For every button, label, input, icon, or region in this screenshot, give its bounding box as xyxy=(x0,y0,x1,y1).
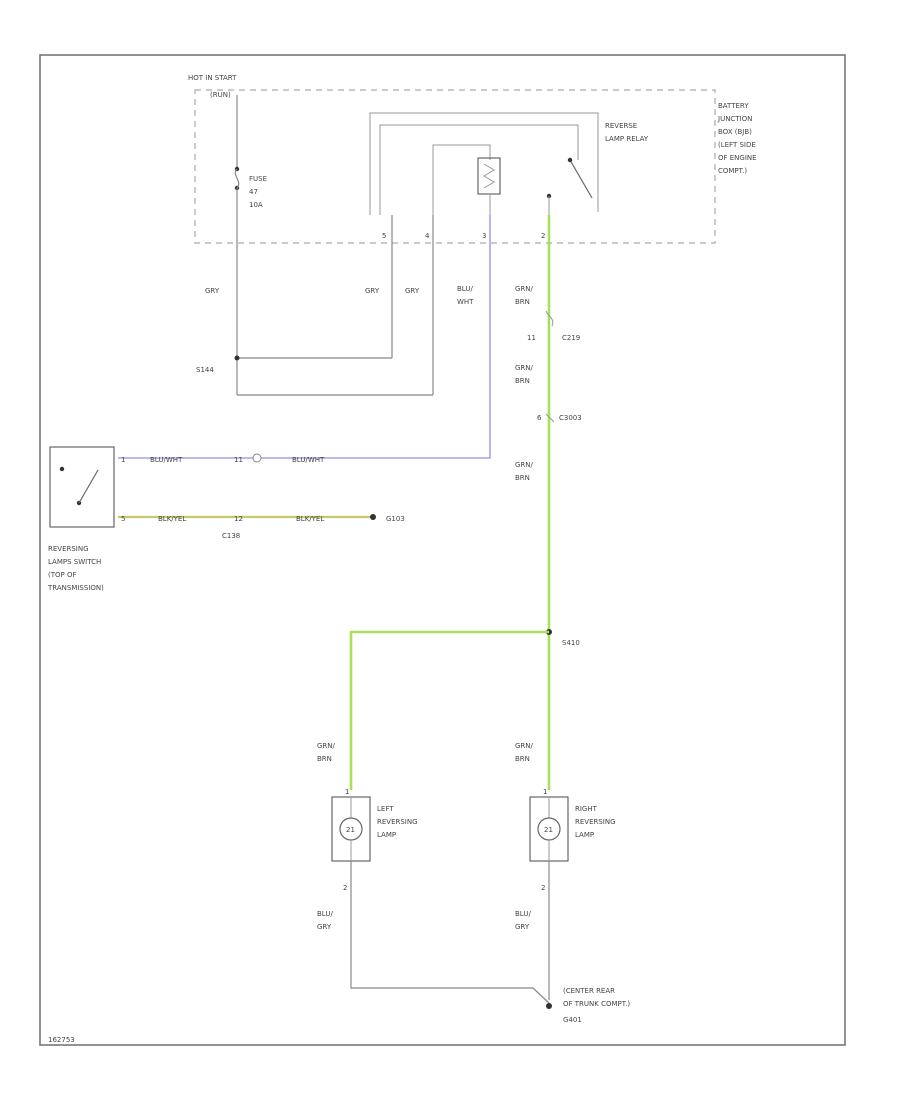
fuse-rating: 10A xyxy=(249,201,263,209)
wire-label-grn-brn-left: GRN/ xyxy=(317,742,336,750)
switch-label-4: TRANSMISSION) xyxy=(47,584,104,592)
relay-pin-3: 3 xyxy=(482,232,486,240)
right-lamp-label-2: REVERSING xyxy=(575,818,616,826)
wire-label-blu-gry-left: BLU/ xyxy=(317,910,333,918)
fuse-symbol xyxy=(234,168,240,189)
relay-coil-lead xyxy=(432,144,491,215)
wire-label-blu-gry-right-b: GRY xyxy=(515,923,530,931)
junction-box-label-6: COMPT.) xyxy=(718,167,747,175)
relay-label: REVERSE xyxy=(605,122,637,130)
relay-switch-contact xyxy=(567,157,573,163)
power-source-label-run: (RUN) xyxy=(210,91,231,99)
ground-g103-dot xyxy=(370,514,376,520)
ground-location-2: OF TRUNK COMPT.) xyxy=(563,1000,630,1008)
blu-wht-wire xyxy=(118,215,491,459)
switch-label-1: REVERSING xyxy=(48,545,89,553)
reversing-switch-box xyxy=(49,446,115,528)
ground-g401-dot xyxy=(546,1003,552,1009)
ground-location-1: (CENTER REAR xyxy=(563,987,615,995)
wire-label-switch-bot-a: BLK/YEL xyxy=(158,515,186,523)
c138-connector-top xyxy=(252,453,262,463)
wire-label-switch-top-a: BLU/WHT xyxy=(150,456,183,464)
fuse-label: FUSE xyxy=(249,175,267,183)
left-lamp-label-2: REVERSING xyxy=(377,818,418,826)
switch-pin-5: 5 xyxy=(121,515,125,523)
grn-brn-wire-left-branch xyxy=(349,630,549,790)
relay-coil xyxy=(477,157,501,195)
c3003-connector-symbol xyxy=(545,413,555,423)
right-lamp-pin-2: 2 xyxy=(541,884,545,892)
relay-pin-4: 4 xyxy=(425,232,430,240)
left-lamp-symbol: 21 xyxy=(346,826,355,834)
splice-s410-label: S410 xyxy=(562,639,580,647)
blu-gry-wire-left xyxy=(350,861,550,1004)
wire-label-blu-gry-right: BLU/ xyxy=(515,910,531,918)
switch-label-2: LAMPS SWITCH xyxy=(48,558,101,566)
junction-box-outline xyxy=(194,89,716,244)
wire-label-grn-brn-2b: BRN xyxy=(515,377,530,385)
wire-label-grn-brn-right-b: BRN xyxy=(515,755,530,763)
wire-label-blu-wht: BLU/ xyxy=(457,285,473,293)
switch-contact-top xyxy=(59,466,65,472)
left-lamp-pin-2: 2 xyxy=(343,884,347,892)
splice-s144-dot xyxy=(234,355,240,361)
wire-label-gry-mid1: GRY xyxy=(365,287,380,295)
left-lamp-label-1: LEFT xyxy=(377,805,394,813)
junction-box-label-2: JUNCTION xyxy=(717,115,752,123)
c219-connector-symbol xyxy=(545,310,554,327)
wire-label-grn-brn-3b: BRN xyxy=(515,474,530,482)
left-lamp-label-3: LAMP xyxy=(377,831,396,839)
switch-pin-1: 1 xyxy=(121,456,125,464)
relay-coil-winding xyxy=(483,163,495,189)
wire-label-grn-brn-2: GRN/ xyxy=(515,364,534,372)
junction-box-label-3: BOX (BJB) xyxy=(718,128,752,136)
power-source-label: HOT IN START xyxy=(188,74,237,82)
c219-label: C219 xyxy=(562,334,580,342)
c138-pin-bottom: 12 xyxy=(234,515,243,523)
relay-label-2: LAMP RELAY xyxy=(605,135,649,143)
relay-pin-2: 2 xyxy=(541,232,545,240)
c3003-label: C3003 xyxy=(559,414,582,422)
c138-label: C138 xyxy=(222,532,240,540)
c219-pin: 11 xyxy=(527,334,536,342)
wire-label-switch-bot-b: BLK/YEL xyxy=(296,515,324,523)
right-lamp-pin-1: 1 xyxy=(543,788,547,796)
wire-label-grn-brn-1b: BRN xyxy=(515,298,530,306)
relay-pin-5: 5 xyxy=(382,232,386,240)
wire-label-grn-brn-right: GRN/ xyxy=(515,742,534,750)
right-lamp-label-3: LAMP xyxy=(575,831,594,839)
right-lamp-label-1: RIGHT xyxy=(575,805,598,813)
left-lamp-pin-1: 1 xyxy=(345,788,349,796)
fuse-number: 47 xyxy=(249,188,258,196)
wire-label-grn-brn-3: GRN/ xyxy=(515,461,534,469)
wire-label-grn-brn-1: GRN/ xyxy=(515,285,534,293)
relay-housing-outer xyxy=(369,112,599,215)
c3003-pin: 6 xyxy=(537,414,542,422)
splice-s144-label: S144 xyxy=(196,366,214,374)
wire-label-switch-top-b: BLU/WHT xyxy=(292,456,325,464)
c138-pin-top: 11 xyxy=(234,456,243,464)
ground-g401-label: G401 xyxy=(563,1016,582,1024)
right-lamp-symbol: 21 xyxy=(544,826,553,834)
relay-switch-arm xyxy=(569,159,593,199)
relay-housing-inner xyxy=(379,124,579,215)
switch-label-3: (TOP OF xyxy=(48,571,77,579)
junction-box-label-5: OF ENGINE xyxy=(718,154,757,162)
ground-g103-label: G103 xyxy=(386,515,405,523)
wire-label-blu-gry-left-b: GRY xyxy=(317,923,332,931)
diagram-frame xyxy=(39,54,846,1046)
wire-label-grn-brn-left-b: BRN xyxy=(317,755,332,763)
wire-label-gry-mid2: GRY xyxy=(405,287,420,295)
wire-label-blu-wht-2: WHT xyxy=(457,298,474,306)
switch-arm xyxy=(78,469,99,504)
footer-code: 162753 xyxy=(48,1036,75,1044)
wire-label-gry-left: GRY xyxy=(205,287,220,295)
junction-box-label-1: BATTERY xyxy=(718,102,749,110)
junction-box-label-4: (LEFT SIDE xyxy=(718,141,756,149)
